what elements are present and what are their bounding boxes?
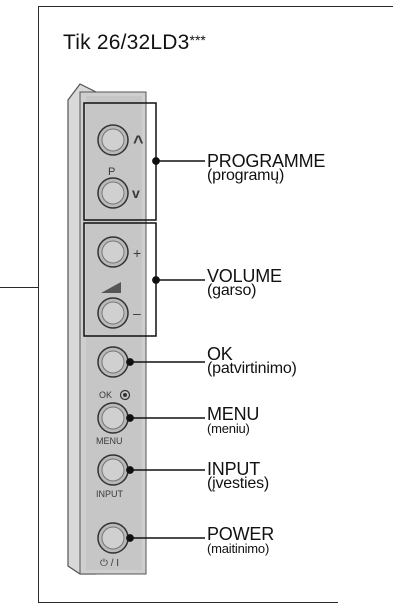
programme-letter: P [108, 166, 115, 178]
menu-label: MENU (meniu) [207, 405, 259, 435]
volume-label: VOLUME (garso) [207, 267, 282, 299]
volume-minus-glyph: – [133, 305, 141, 321]
frame-bottom-line [38, 602, 338, 603]
volume-triangle-icon [101, 282, 121, 293]
programme-leader-dot [152, 157, 160, 165]
model-title-suffix: *** [189, 32, 206, 48]
programme-label-sub: (programų) [207, 167, 285, 184]
frame-left-line [38, 6, 39, 603]
programme-down-glyph: v [132, 185, 140, 201]
input-label: INPUT (įvesties) [207, 460, 269, 492]
menu-label-sub: (meniu) [207, 421, 250, 436]
ok-button [97, 346, 129, 378]
power-leader-dot [126, 534, 134, 542]
programme-label: PROGRAMME (programų) [207, 152, 325, 184]
volume-down-button [97, 297, 129, 329]
model-title-text: Tik 26/32LD3 [63, 31, 190, 54]
programme-up-button [97, 124, 129, 156]
volume-label-main: VOLUME [207, 266, 282, 286]
volume-label-sub: (garso) [207, 282, 257, 299]
volume-plus-glyph: + [133, 245, 141, 261]
power-button-text: ⏻ / I [100, 558, 119, 569]
input-label-main: INPUT [207, 459, 261, 479]
programme-up-glyph: ^ [133, 132, 144, 152]
volume-up-button [97, 236, 129, 268]
ok-label: OK (patvirtinimo) [207, 345, 297, 377]
ok-label-sub: (patvirtinimo) [207, 360, 297, 377]
ok-dot-icon [119, 389, 131, 401]
ok-leader-dot [126, 358, 134, 366]
programme-label-main: PROGRAMME [207, 151, 326, 171]
menu-button-text: MENU [96, 436, 123, 446]
power-label-sub: (maitinimo) [207, 541, 270, 556]
programme-down-button [97, 177, 129, 209]
frame-top-line [38, 6, 393, 7]
power-button [97, 522, 129, 554]
ok-button-text: OK [99, 390, 112, 400]
panel-inner [86, 96, 142, 570]
input-button-text: INPUT [96, 489, 124, 499]
model-title: Tik 26/32LD3*** [63, 31, 206, 55]
volume-leader-dot [152, 276, 160, 284]
input-leader-dot [126, 466, 134, 474]
menu-leader-dot [126, 414, 134, 422]
ok-label-main: OK [207, 344, 233, 364]
input-button [97, 454, 129, 486]
menu-button [97, 402, 129, 434]
side-marker-line [0, 287, 38, 288]
power-label: POWER (maitinimo) [207, 525, 274, 555]
input-label-sub: (įvesties) [207, 475, 270, 492]
menu-label-main: MENU [207, 404, 260, 424]
power-label-main: POWER [207, 524, 275, 544]
